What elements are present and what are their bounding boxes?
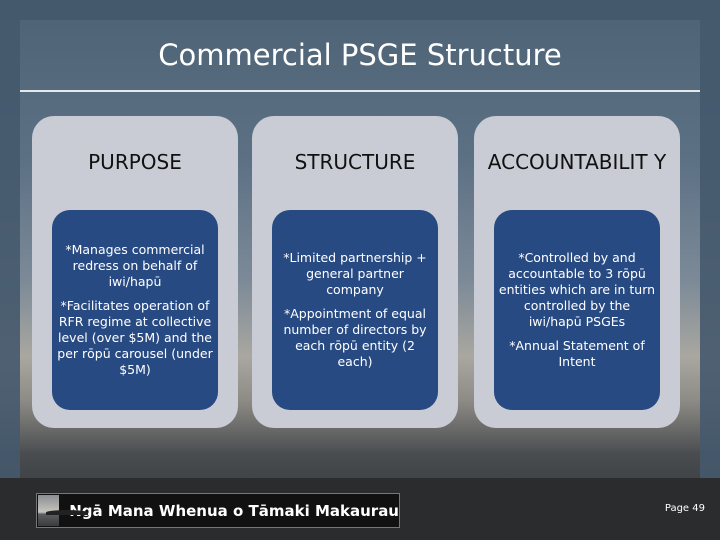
frame-left [0,0,20,540]
logo-photo [38,495,88,526]
logo-banner: Ngā Mana Whenua o Tāmaki Makaurau [36,493,400,528]
frame-right [700,0,720,540]
title-box: Commercial PSGE Structure [20,20,700,92]
bullet-text: *Limited partnership + general partner c… [283,250,427,297]
bullet-text: *Controlled by and accountable to 3 rōpū… [498,250,656,329]
bullet-text: *Annual Statement of Intent [509,338,645,369]
bullet-text: *Manages commercial redress on behalf of… [65,242,205,289]
column-body: *Limited partnership + general partner c… [272,210,438,410]
logo-text: Ngā Mana Whenua o Tāmaki Makaurau [69,501,399,520]
slide-title: Commercial PSGE Structure [158,38,562,72]
bullet-text: *Facilitates operation of RFR regime at … [57,298,213,377]
column-body: *Manages commercial redress on behalf of… [52,210,218,410]
column-purpose: PURPOSE *Manages commercial redress on b… [32,116,238,428]
column-structure: STRUCTURE *Limited partnership + general… [252,116,458,428]
column-body: *Controlled by and accountable to 3 rōpū… [494,210,660,410]
column-header: ACCOUNTABILIT Y [487,150,667,174]
column-accountability: ACCOUNTABILIT Y *Controlled by and accou… [474,116,680,428]
frame-top [0,0,720,20]
bullet-text: *Appointment of equal number of director… [283,306,427,369]
page-number: Page 49 [664,503,705,514]
column-header: STRUCTURE [294,150,416,174]
column-header: PURPOSE [88,150,182,174]
